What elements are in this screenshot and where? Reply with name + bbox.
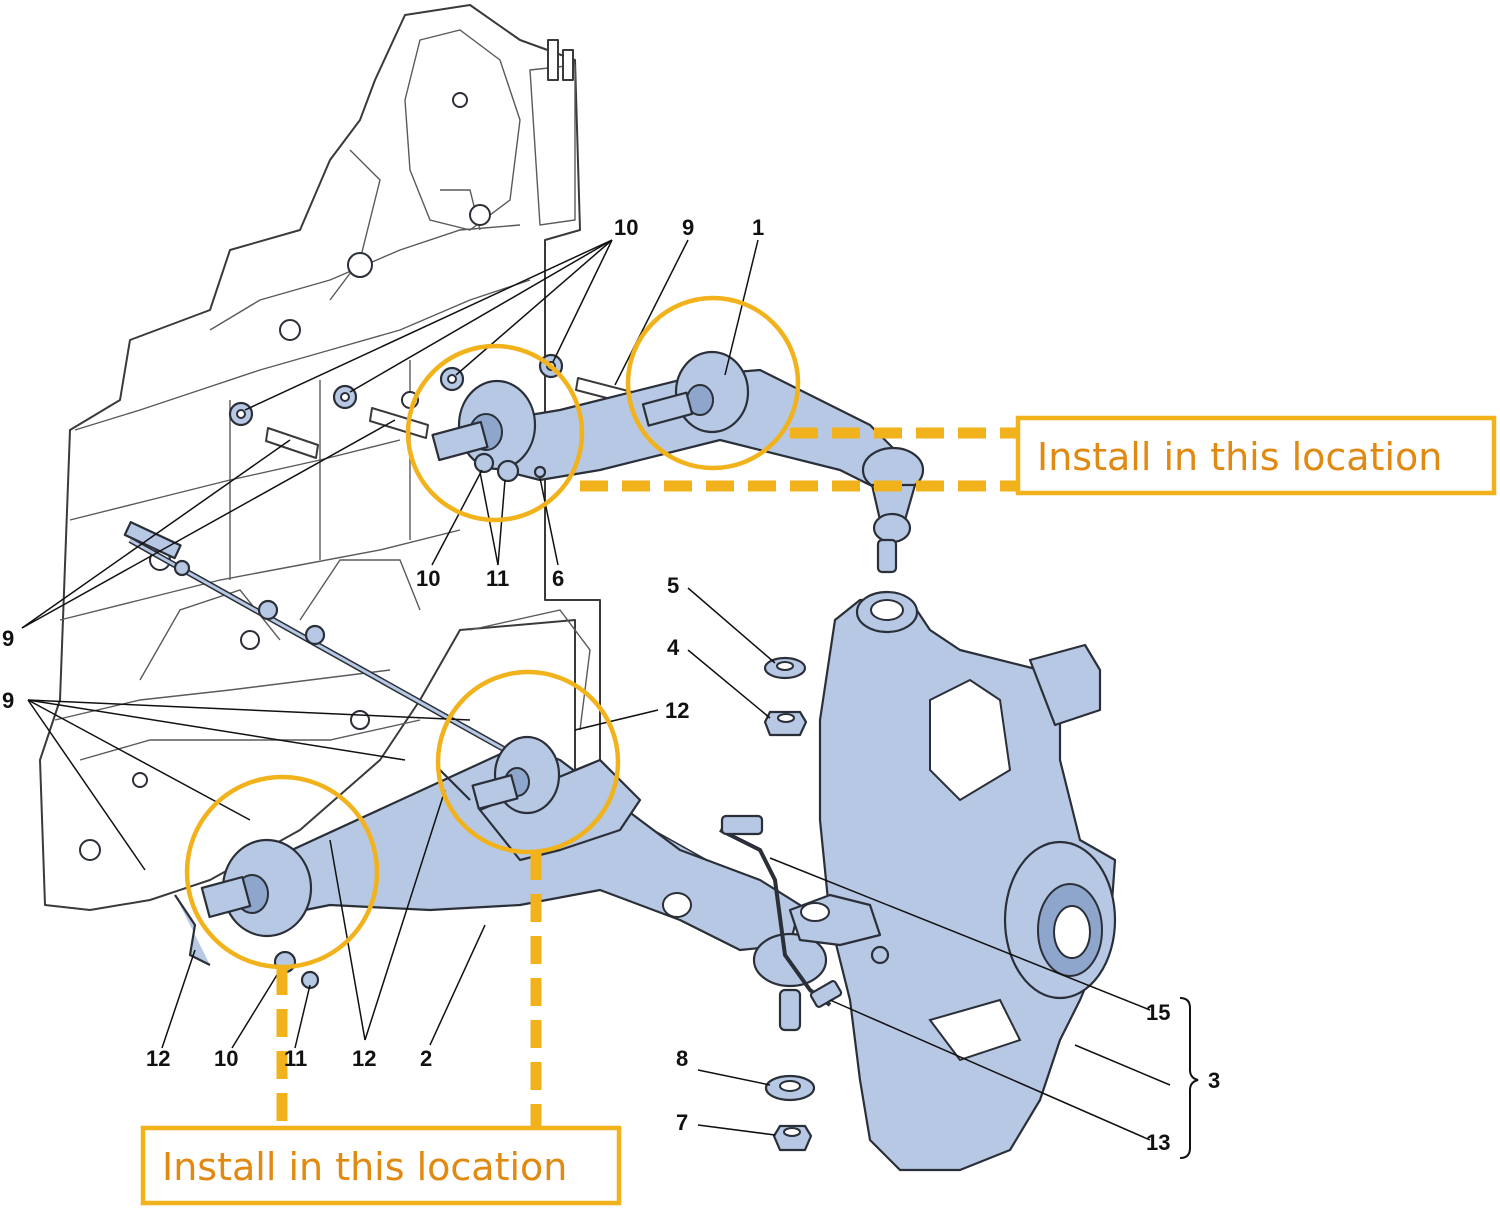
lower-control-arm [174,735,828,1032]
highlight-circle-upper-rear [625,295,801,471]
callout-10-top: 10 [614,215,638,240]
leader-lines [21,239,1199,1159]
callout-6: 6 [552,566,564,591]
subframe-bracket [39,4,601,911]
callout-10-mid: 10 [416,566,440,591]
callout-13: 13 [1146,1130,1170,1155]
loose-hardware [763,656,816,1152]
callout-4: 4 [667,635,680,660]
callout-7: 7 [676,1110,688,1135]
banner-lower: Install in this location [140,1125,622,1206]
callout-9-left-lower: 9 [2,688,14,713]
callout-11-bottom: 11 [284,1046,307,1071]
sensor-lines [719,814,843,1008]
callout-8: 8 [676,1046,688,1071]
callout-1: 1 [752,215,764,240]
callout-12-bottom-left: 12 [146,1046,170,1071]
banner-lower-text: Install in this location [162,1145,567,1189]
highlight-circle-lower-front [435,669,621,855]
callout-labels: 10 9 1 10 11 6 5 4 9 9 12 12 10 11 12 2 … [2,215,1220,1155]
callout-10-bottom: 10 [214,1046,238,1071]
banner-upper-text: Install in this location [1037,435,1442,479]
banner-upper: Install in this location [1015,415,1497,496]
callout-12-bottom-mid: 12 [352,1046,376,1071]
dashed-connectors [276,427,1018,1128]
callout-9-top: 9 [682,215,694,240]
callout-3: 3 [1208,1068,1220,1093]
callout-12-right: 12 [665,698,689,723]
steering-knuckle [788,590,1117,1172]
callout-5: 5 [667,573,679,598]
highlight-circle-upper-front [405,343,585,523]
callout-2: 2 [420,1046,432,1071]
callout-11-mid: 11 [486,566,509,591]
callout-15: 15 [1146,1000,1170,1025]
callout-9-left-upper: 9 [2,626,14,651]
